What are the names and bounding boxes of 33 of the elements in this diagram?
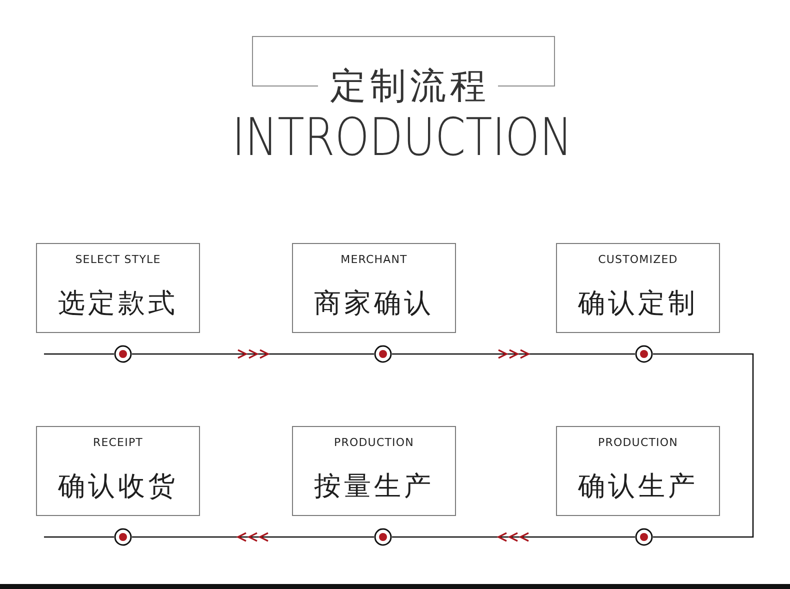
- arrow: [392, 532, 635, 542]
- step-title: 确认定制: [578, 288, 698, 320]
- title: 定制流程: [330, 67, 490, 107]
- step-box: [556, 426, 720, 516]
- step-heading: PRODUCTION: [334, 436, 414, 450]
- step-heading: PRODUCTION: [598, 436, 678, 450]
- step-box: [556, 243, 720, 333]
- arrow: [132, 532, 374, 542]
- step-heading: CUSTOMIZED: [598, 253, 678, 267]
- timeline-dot-icon: [635, 345, 653, 363]
- connector-line: [653, 353, 754, 538]
- step-title: 选定款式: [58, 288, 178, 320]
- step-heading: RECEIPT: [92, 436, 144, 450]
- timeline-dot-icon: [374, 528, 392, 546]
- step-title: 确认收货: [58, 471, 178, 503]
- step-box: [292, 243, 456, 333]
- connector-line: [44, 353, 114, 355]
- step-heading: SELECT STYLE: [75, 253, 161, 267]
- arrow: [132, 349, 374, 359]
- timeline-dot-icon: [114, 528, 132, 546]
- connector-line: [44, 536, 114, 538]
- timeline-dot-icon: [635, 528, 653, 546]
- step-title: 商家确认: [314, 288, 434, 320]
- step-box: [36, 426, 200, 516]
- step-heading: MERCHANT: [340, 253, 408, 267]
- step-box: [36, 243, 200, 333]
- subtitle-label: INTRODUCTION: [232, 112, 572, 164]
- step-box: [292, 426, 456, 516]
- timeline-dot-icon: [114, 345, 132, 363]
- arrow: [392, 349, 635, 359]
- step-title: 按量生产: [314, 471, 434, 503]
- timeline-dot-icon: [374, 345, 392, 363]
- step-title: 确认生产: [578, 471, 698, 503]
